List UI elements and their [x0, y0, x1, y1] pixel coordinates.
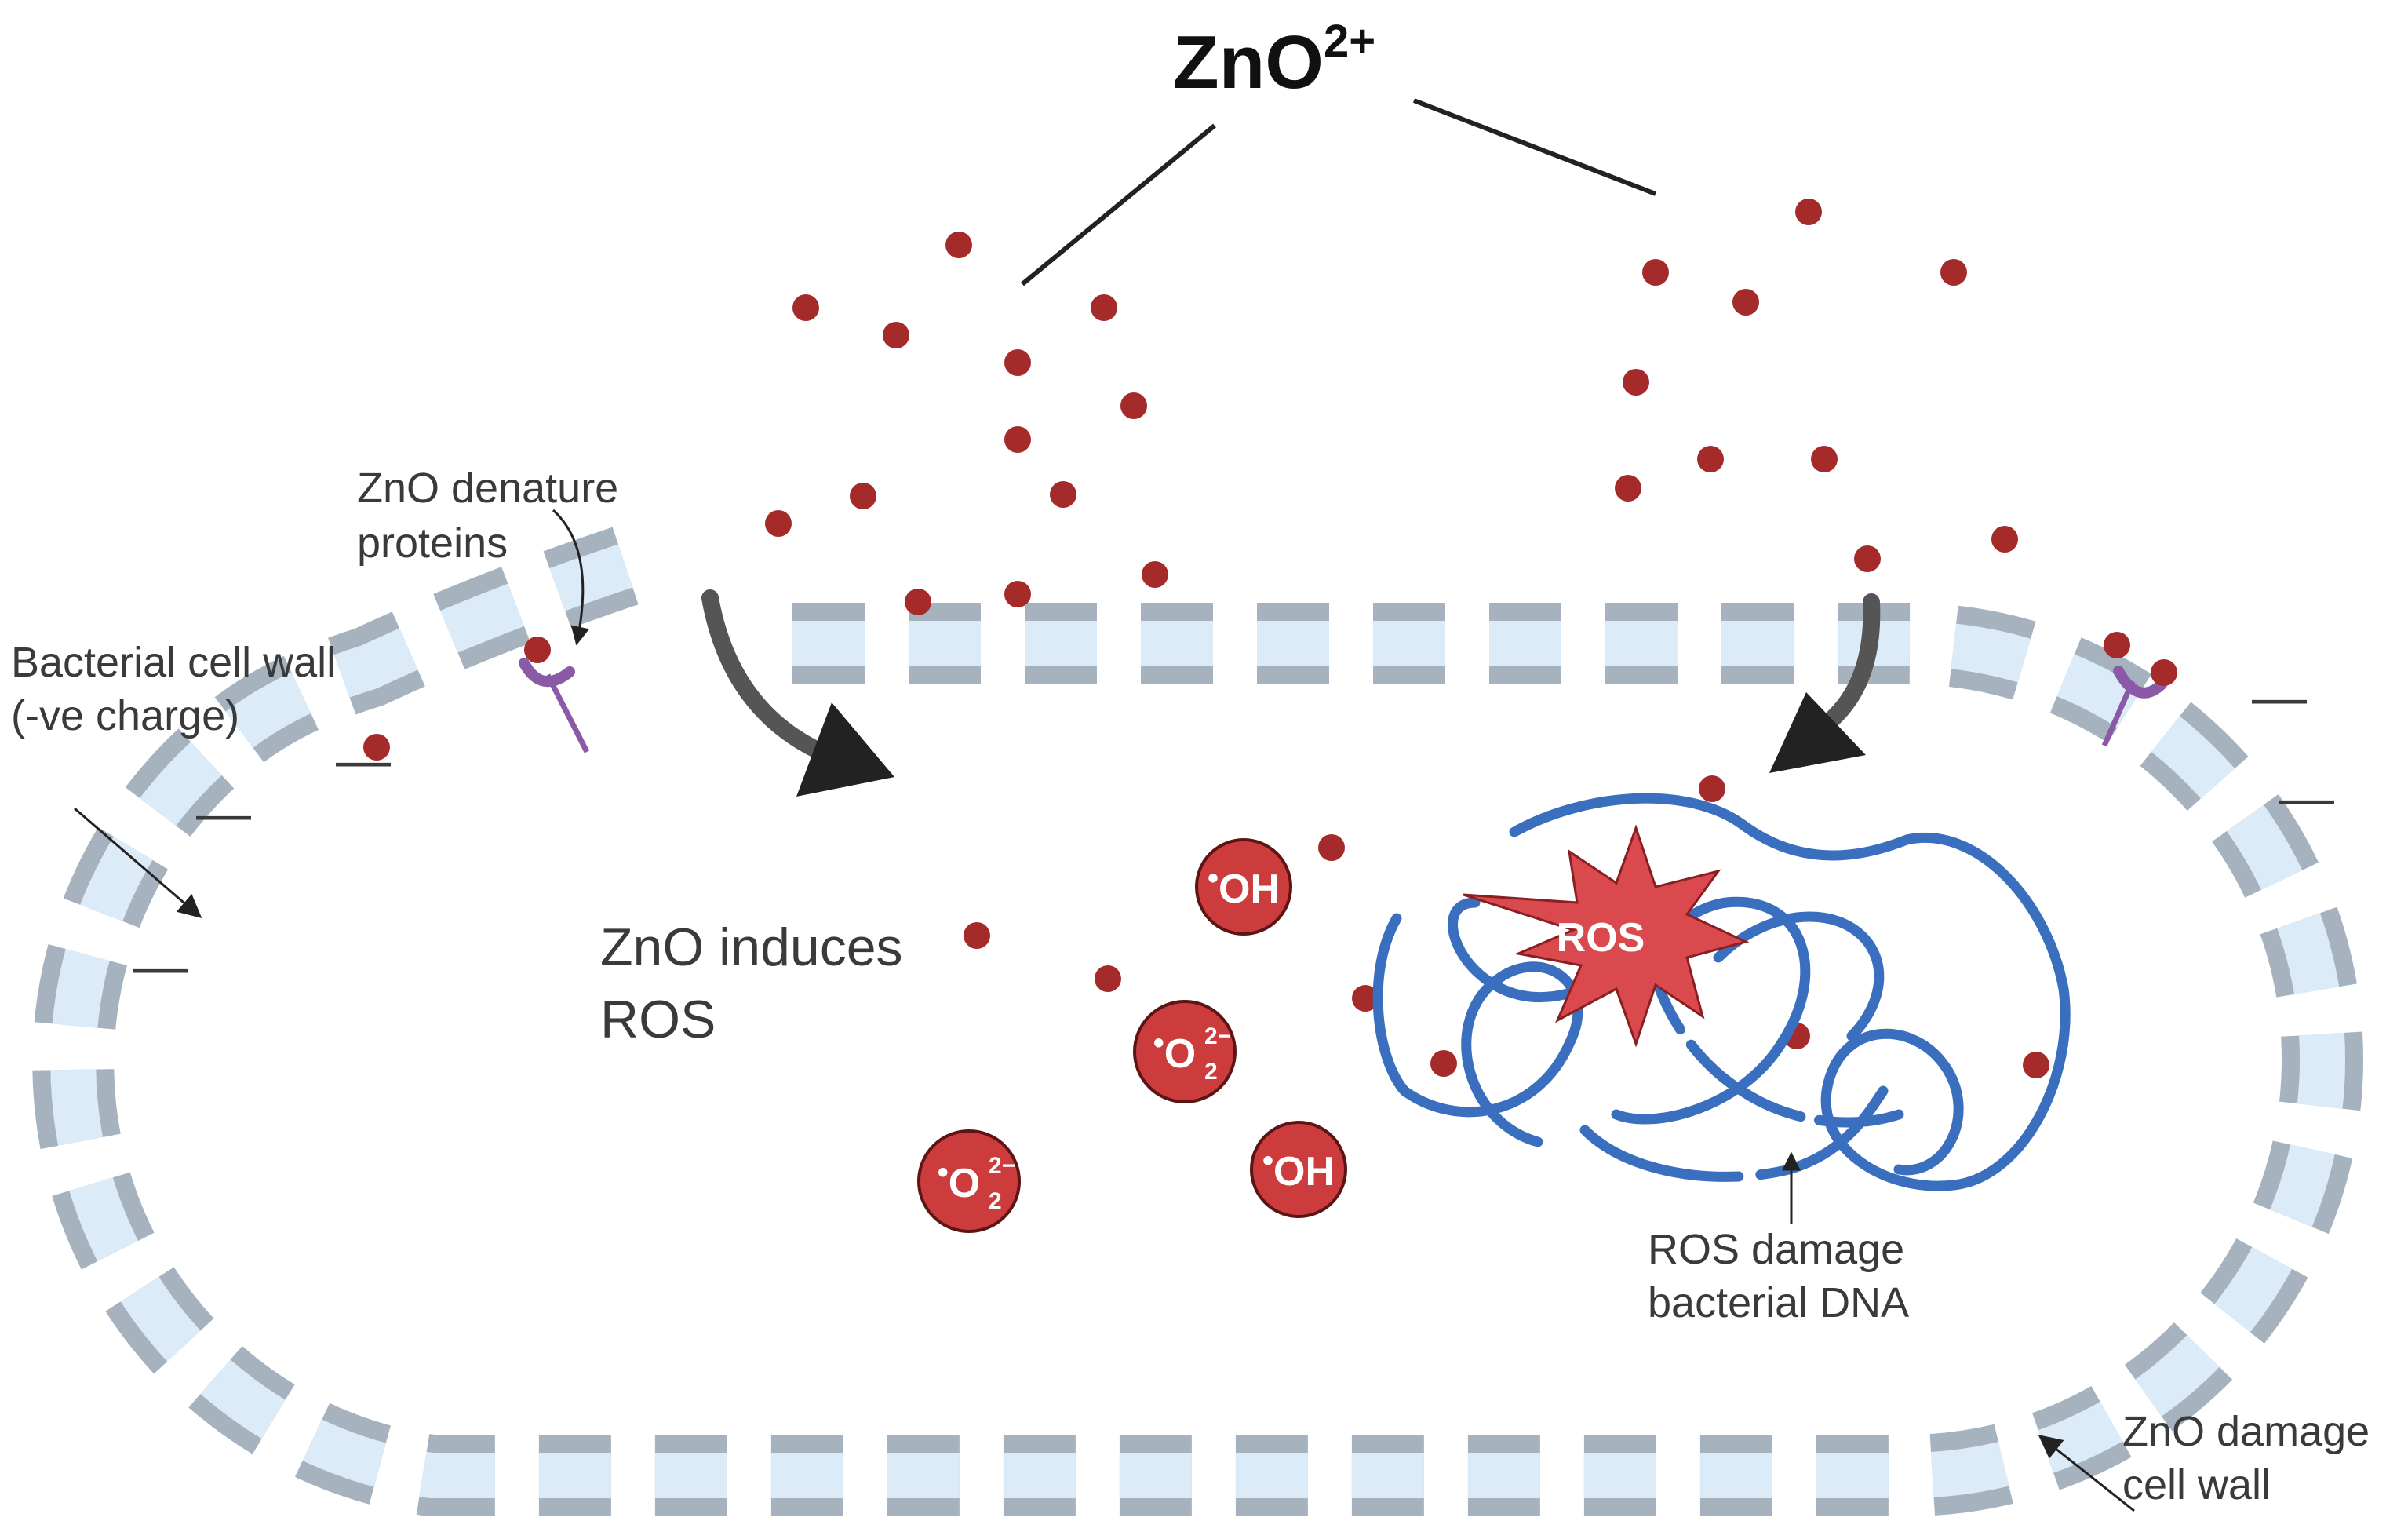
nanoparticle [1004, 581, 1031, 607]
svg-text:•OH: •OH [1208, 861, 1280, 912]
charge-sign: — [133, 936, 188, 997]
svg-text:2−: 2− [989, 1153, 1015, 1179]
nanoparticle [1854, 545, 1881, 572]
label-bacterial-cell-wall: Bacterial cell wall (-ve charge) [11, 639, 336, 918]
nanoparticle [2104, 632, 2130, 658]
nanoparticle [1811, 446, 1838, 472]
ros-burst: ROS [1463, 824, 1750, 1048]
svg-text:•O: •O [938, 1155, 980, 1206]
nanoparticle [1940, 259, 1967, 286]
nanoparticle [1318, 834, 1345, 861]
svg-text:proteins: proteins [357, 520, 508, 567]
membrane-protein-right [2101, 666, 2167, 747]
nanoparticle [1120, 392, 1147, 419]
charge-sign: — [196, 782, 251, 844]
nanoparticle [1732, 289, 1759, 316]
ros-burst-label: ROS [1557, 915, 1645, 961]
nanoparticle [792, 294, 819, 321]
title-superscript: 2+ [1324, 16, 1375, 67]
label-zno-induces-ros: ZnO induces ROS [600, 917, 903, 1049]
charge-sign: — [2252, 666, 2307, 728]
svg-text:cell wall: cell wall [2122, 1461, 2271, 1508]
label-zno-damage-cell-wall: ZnO damage cell wall [2038, 1408, 2370, 1512]
bacterial-dna [1372, 793, 2071, 1191]
svg-text:(-ve charge): (-ve charge) [11, 692, 239, 739]
nanoparticle [2023, 1052, 2049, 1078]
title-main: ZnO [1173, 20, 1324, 104]
entry-arrow-right [1769, 593, 1881, 773]
zno-nanoparticles [363, 199, 2177, 1078]
nanoparticle [1430, 1050, 1457, 1077]
svg-text:ROS damage: ROS damage [1648, 1226, 1904, 1273]
svg-text:2: 2 [989, 1188, 1002, 1214]
label-denature-proteins: ZnO denature proteins [357, 465, 618, 646]
bacterial-cell-membrane [32, 526, 2363, 1516]
svg-text:ZnO induces: ZnO induces [600, 917, 903, 977]
svg-text:Bacterial cell wall: Bacterial cell wall [11, 639, 336, 686]
membrane-protein-left [519, 658, 590, 753]
ion-superoxide-2: •O 2− 2 [917, 1129, 1021, 1233]
ion-oh-1: •OH [1195, 838, 1292, 936]
nanoparticle [1623, 369, 1649, 396]
svg-text:ZnO denature: ZnO denature [357, 465, 618, 512]
nanoparticle [945, 232, 972, 258]
svg-text:bacterial DNA: bacterial DNA [1648, 1279, 1909, 1326]
svg-text:•OH: •OH [1262, 1144, 1335, 1195]
nanoparticle [1699, 775, 1725, 802]
charge-sign: — [2279, 767, 2334, 828]
nanoparticle [1615, 475, 1641, 502]
svg-text:ZnO damage: ZnO damage [2122, 1408, 2370, 1455]
title-connectors [1021, 98, 1657, 286]
nanoparticle [964, 922, 990, 949]
nanoparticle [1642, 259, 1669, 286]
svg-text:2: 2 [1204, 1059, 1218, 1085]
nanoparticle [1991, 526, 2018, 553]
nanoparticle [1095, 965, 1121, 992]
nanoparticle [1004, 426, 1031, 453]
ros-star [1463, 824, 1750, 1048]
svg-text:ROS: ROS [600, 990, 716, 1049]
nanoparticle [1091, 294, 1117, 321]
ion-oh-2: •OH [1250, 1121, 1347, 1218]
nanoparticle [1142, 561, 1168, 588]
nanoparticle [1795, 199, 1822, 225]
ion-superoxide-1: •O 2− 2 [1133, 1000, 1237, 1103]
nanoparticle [1004, 349, 1031, 376]
nanoparticle [363, 734, 390, 761]
negative-charges: — — — — — [133, 666, 2334, 997]
nanoparticle [2151, 659, 2177, 686]
nanoparticle [524, 637, 551, 663]
title: ZnO2+ [1173, 16, 1375, 104]
nanoparticle [1352, 985, 1379, 1012]
nanoparticle [905, 589, 931, 615]
entry-arrow-left [701, 589, 894, 797]
svg-text:ZnO2+: ZnO2+ [1173, 16, 1375, 104]
nanoparticle [1697, 446, 1724, 472]
svg-text:•O: •O [1153, 1026, 1196, 1077]
nanoparticle [765, 510, 792, 537]
nanoparticle [850, 483, 876, 509]
label-ros-damage-dna: ROS damage bacterial DNA [1648, 1151, 1909, 1326]
svg-text:2−: 2− [1204, 1023, 1231, 1049]
nanoparticle [883, 322, 909, 348]
nanoparticle [1050, 481, 1076, 508]
